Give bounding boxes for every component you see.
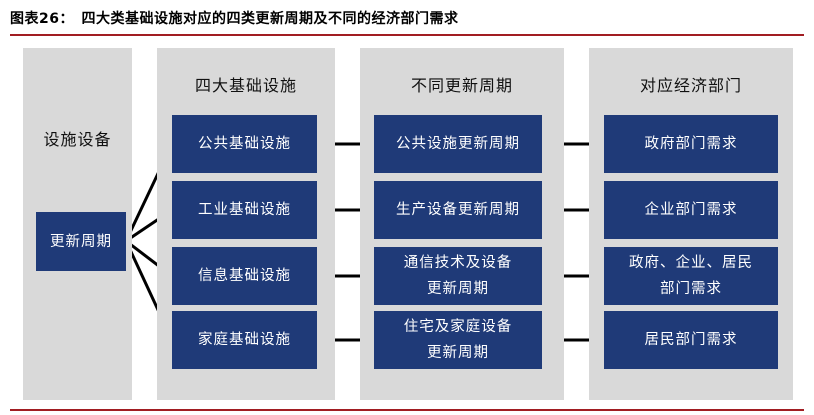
top-rule	[10, 34, 804, 36]
box-housing-cycle: 住宅及家庭设备 更新周期	[374, 311, 542, 369]
panel-title: 四大基础设施	[194, 76, 297, 95]
box-enterprise-demand: 企业部门需求	[604, 181, 778, 239]
figure-title: 图表26： 四大类基础设施对应的四类更新周期及不同的经济部门需求	[10, 11, 459, 27]
box-all-sectors-demand: 政府、企业、居民 部门需求	[604, 247, 778, 305]
panel-title: 设施设备	[43, 130, 112, 149]
box-household-demand: 居民部门需求	[604, 311, 778, 369]
box-government-demand: 政府部门需求	[604, 115, 778, 173]
panel-title: 对应经济部门	[639, 76, 742, 95]
box-update-cycle: 更新周期	[36, 212, 126, 271]
box-information-infrastructure: 信息基础设施	[172, 247, 317, 305]
box-public-infrastructure: 公共基础设施	[172, 115, 317, 173]
bottom-rule	[10, 409, 804, 411]
box-communication-cycle: 通信技术及设备 更新周期	[374, 247, 542, 305]
box-public-facility-cycle: 公共设施更新周期	[374, 115, 542, 173]
box-household-infrastructure: 家庭基础设施	[172, 311, 317, 369]
box-production-equipment-cycle: 生产设备更新周期	[374, 181, 542, 239]
box-industrial-infrastructure: 工业基础设施	[172, 181, 317, 239]
panel-title: 不同更新周期	[410, 76, 513, 95]
